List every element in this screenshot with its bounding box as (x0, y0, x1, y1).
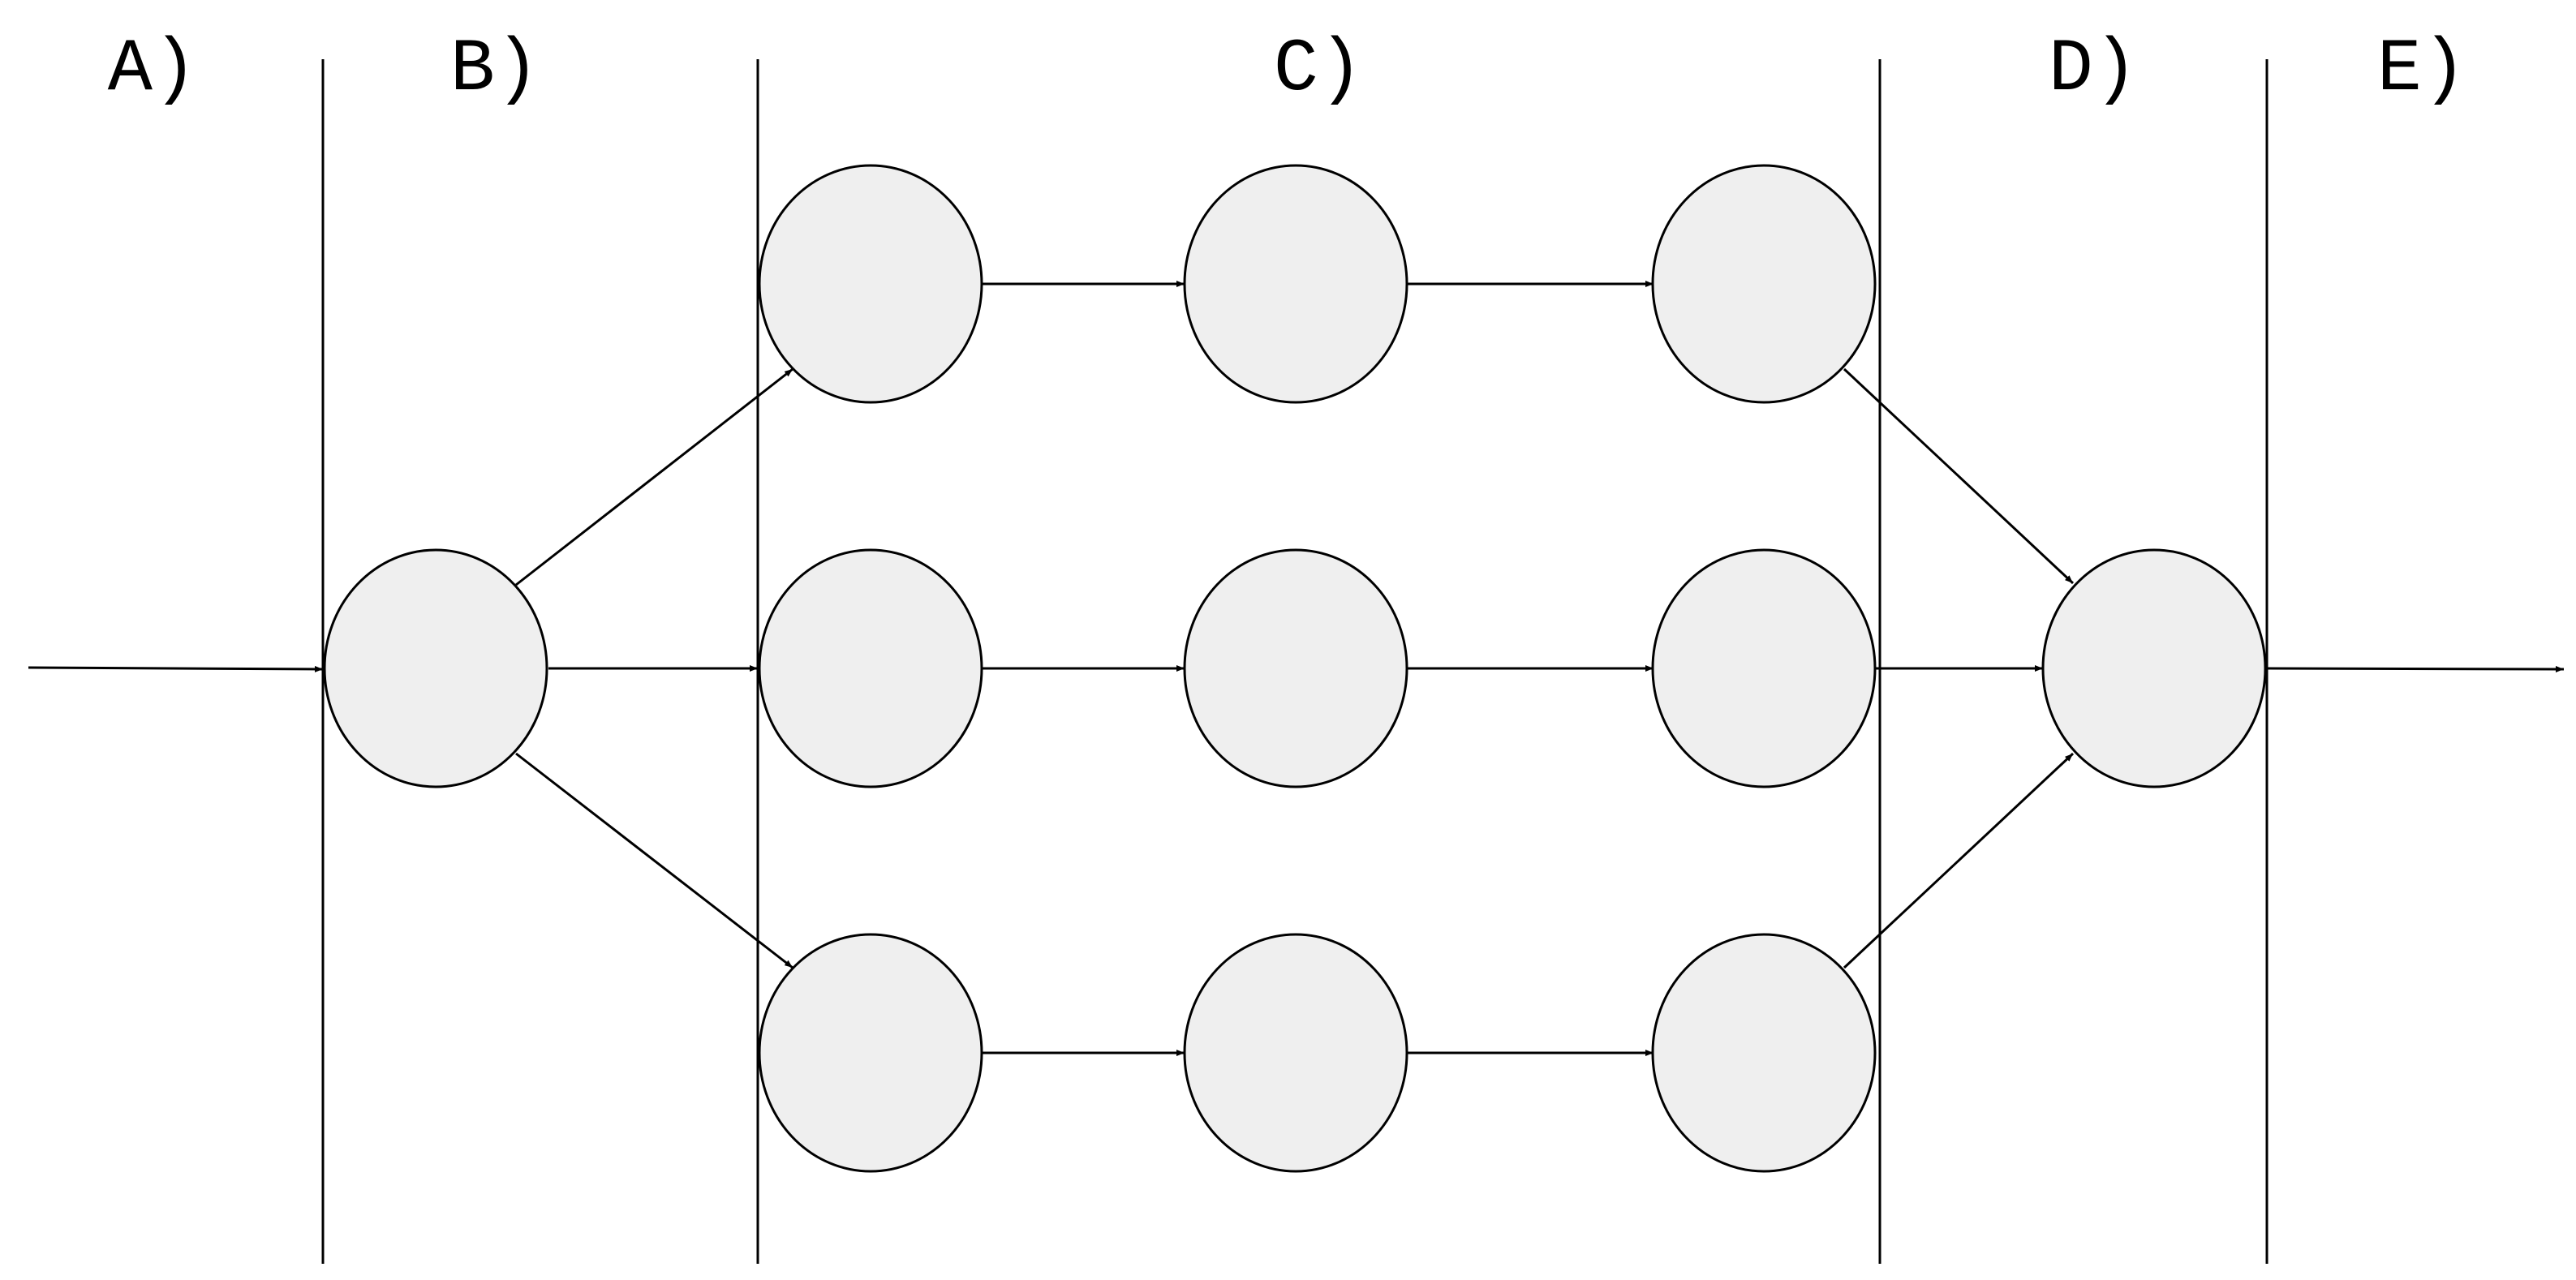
edge-b1-to-c-top-1 (515, 367, 793, 586)
node-c-top-3 (1651, 164, 1877, 404)
section-label-c: C) (1274, 27, 1363, 112)
node-c-mid-2 (1183, 548, 1408, 788)
node-c-mid-1 (758, 548, 983, 788)
section-label-d: D) (2049, 27, 2138, 112)
node-c-mid-3 (1651, 548, 1877, 788)
section-label-e: E) (2377, 27, 2466, 112)
node-c-bot-2 (1183, 933, 1408, 1173)
edge-d1-to-output (2265, 665, 2565, 672)
node-b1 (323, 548, 548, 788)
node-c-top-1 (758, 164, 983, 404)
edge-c-top-3-to-d1 (1843, 367, 2075, 585)
edge-b1-to-c-bot-1 (515, 752, 793, 969)
edge-c-bot-3-to-d1 (1843, 752, 2075, 969)
node-c-bot-1 (758, 933, 983, 1173)
edge-input-to-b1 (28, 665, 324, 672)
section-label-a: A) (108, 27, 197, 112)
section-label-b: B) (450, 27, 540, 112)
node-c-bot-3 (1651, 933, 1877, 1173)
node-d1 (2041, 548, 2267, 788)
node-c-top-2 (1183, 164, 1408, 404)
